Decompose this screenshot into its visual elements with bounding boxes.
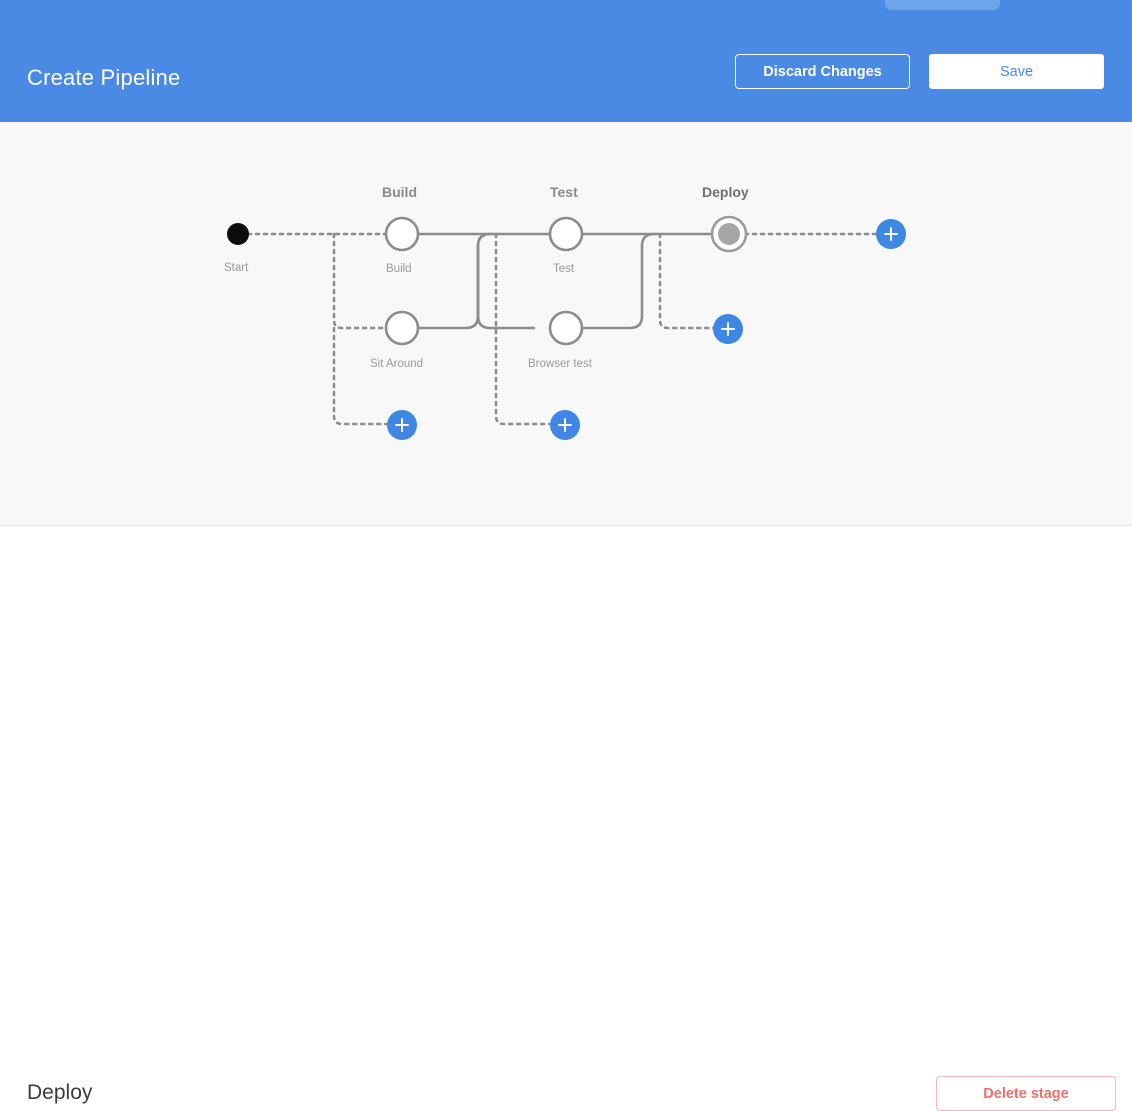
job-label-browser-test[interactable]: Browser test [528, 358, 592, 370]
add-job-build-button[interactable] [387, 410, 417, 440]
discard-changes-button[interactable]: Discard Changes [735, 54, 910, 89]
stage-node-test [548, 216, 584, 252]
stage-title-build[interactable]: Build [382, 184, 417, 200]
cut-off-pill-button[interactable] [885, 0, 1000, 10]
top-strip [0, 0, 1132, 16]
stage-node-build [384, 216, 420, 252]
start-label: Start [224, 262, 249, 274]
job-label-test[interactable]: Test [553, 263, 575, 275]
save-button[interactable]: Save [929, 54, 1104, 89]
delete-stage-button[interactable]: Delete stage [936, 1076, 1116, 1111]
add-job-test-button[interactable] [550, 410, 580, 440]
job-label-sit-around[interactable]: Sit Around [370, 358, 424, 370]
add-job-deploy-button[interactable] [713, 314, 743, 344]
pipeline-canvas[interactable]: Build Test Deploy Start Build Sit Around… [0, 122, 1132, 526]
solid-connectors [417, 232, 716, 330]
job-node-sit-around [384, 310, 420, 346]
stage-detail-panel: Deploy Delete stage [0, 526, 1132, 1111]
page-header: Create Pipeline Discard Changes Save [0, 16, 1132, 122]
stage-title-test[interactable]: Test [550, 184, 578, 200]
stage-node-deploy-fill [718, 223, 740, 245]
pipeline-graph [227, 215, 878, 426]
stage-title-deploy[interactable]: Deploy [702, 184, 749, 200]
stage-detail-title: Deploy [27, 1081, 93, 1104]
dashed-connectors [246, 232, 878, 426]
job-label-build[interactable]: Build [386, 263, 412, 275]
start-node [227, 223, 249, 245]
job-node-browser-test [548, 310, 584, 346]
page-title: Create Pipeline [27, 65, 181, 90]
add-stage-after-deploy-button[interactable] [876, 219, 906, 249]
